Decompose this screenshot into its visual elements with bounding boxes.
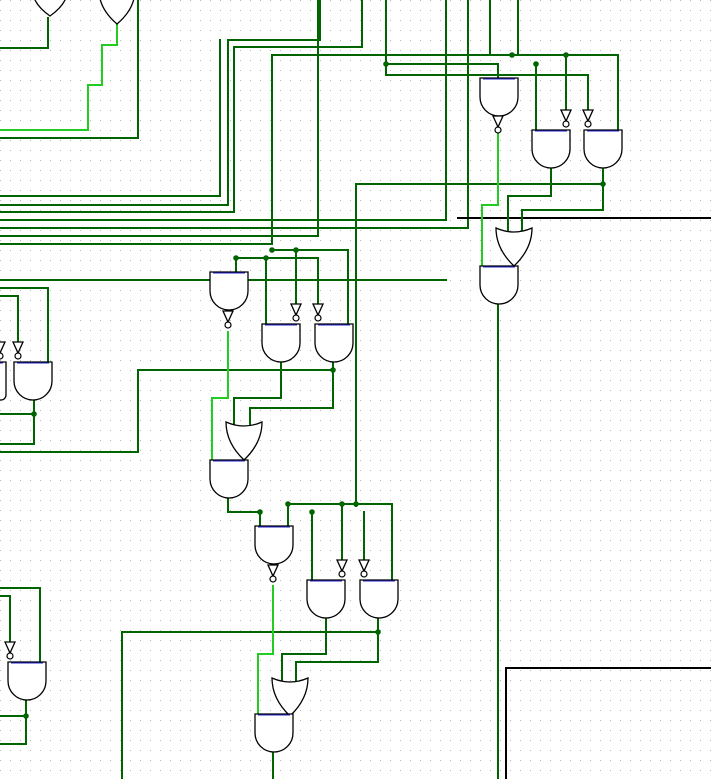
wire-18 — [507, 167, 552, 231]
wire-junction-9 — [330, 367, 336, 373]
wire-junction-4 — [600, 181, 606, 187]
wire-8 — [0, 0, 447, 221]
not-gate-left-mid-b[interactable] — [11, 341, 25, 355]
wire-junction-14 — [375, 629, 381, 635]
not-gate-bubble — [0, 352, 4, 360]
wire-junction-17 — [257, 509, 263, 515]
wire-52 — [505, 667, 711, 779]
not-gate-low-top[interactable] — [266, 564, 280, 578]
wire-junction-6 — [269, 247, 275, 253]
and-gate-low-c[interactable] — [359, 579, 399, 619]
and-gate-right-c[interactable] — [583, 129, 623, 169]
wire-39 — [281, 617, 327, 681]
or-gate-top-left-b[interactable] — [99, 0, 135, 25]
wire-junction-2 — [533, 61, 539, 67]
and-gate-left-mid-a[interactable] — [0, 361, 7, 401]
and-gate-mid-b[interactable] — [261, 323, 301, 363]
not-gate-bubble — [338, 570, 346, 578]
not-gate-bubble — [6, 652, 14, 660]
wire-junction-12 — [309, 509, 315, 515]
wire-21 — [481, 133, 499, 269]
and-gate-right-top[interactable] — [479, 77, 519, 117]
not-gate-bubble — [314, 314, 322, 322]
wire-44 — [0, 287, 49, 365]
wire-41 — [121, 631, 379, 779]
wire-40 — [295, 617, 379, 681]
wire-junction-11 — [353, 501, 359, 507]
wire-29 — [233, 361, 282, 425]
wire-junction-0 — [383, 61, 389, 67]
wire-31 — [0, 369, 334, 453]
not-gate-bubble — [562, 120, 570, 128]
wire-junction-10 — [339, 501, 345, 507]
or-gate-low[interactable] — [271, 677, 309, 717]
wire-2 — [0, 21, 118, 131]
and-gate-left-low[interactable] — [7, 661, 47, 701]
not-gate-bubble — [224, 321, 232, 329]
wire-junction-13 — [285, 501, 291, 507]
wire-9 — [0, 0, 319, 237]
wire-junction-1 — [509, 52, 515, 58]
or-gate-top-left-a[interactable] — [32, 0, 68, 17]
not-gate-bubble — [14, 352, 22, 360]
and-gate-right-b[interactable] — [531, 129, 571, 169]
wire-1 — [0, 0, 139, 139]
wire-4 — [0, 0, 363, 213]
wire-49 — [0, 595, 11, 643]
not-gate-bubble — [360, 570, 368, 578]
wire-junction-8 — [293, 247, 299, 253]
not-gate-right-a[interactable] — [559, 109, 573, 123]
wire-5 — [0, 0, 519, 245]
gate-layer — [0, 0, 623, 753]
wire-0 — [0, 17, 49, 49]
and-gate-low-b[interactable] — [306, 579, 346, 619]
wire-19 — [521, 167, 604, 231]
wire-junction-15 — [31, 411, 37, 417]
wire-junction-3 — [563, 52, 569, 58]
not-gate-bubble — [584, 120, 592, 128]
wire-30 — [249, 361, 334, 425]
wire-12 — [385, 63, 589, 111]
wire-6 — [0, 39, 221, 197]
wire-48 — [0, 587, 41, 665]
not-gate-mid-top[interactable] — [221, 310, 235, 324]
wire-junction-7 — [263, 255, 269, 261]
not-gate-mid-b[interactable] — [311, 303, 325, 317]
not-gate-bubble — [269, 575, 277, 583]
and-gate-mid-c[interactable] — [314, 323, 354, 363]
not-gate-right-top[interactable] — [491, 115, 505, 129]
wire-junction-5 — [233, 255, 239, 261]
and-gate-mid-top[interactable] — [209, 271, 249, 311]
wire-3 — [0, 0, 321, 206]
junction-layer — [23, 52, 606, 719]
not-gate-left-low[interactable] — [3, 641, 17, 655]
or-gate-mid[interactable] — [225, 421, 263, 461]
not-gate-bubble — [292, 314, 300, 322]
and-gate-right-bottom[interactable] — [479, 265, 519, 305]
and-gate-low-top[interactable] — [254, 525, 294, 565]
or-gate-right[interactable] — [495, 227, 533, 267]
wire-junction-16 — [23, 713, 29, 719]
not-gate-left-mid-a[interactable] — [0, 341, 7, 355]
wire-42 — [257, 585, 274, 717]
wire-34 — [287, 503, 393, 583]
and-gate-left-mid-b[interactable] — [13, 361, 53, 401]
and-gate-low-bottom[interactable] — [254, 713, 294, 753]
not-gate-bubble — [494, 126, 502, 134]
wire-33 — [227, 497, 261, 529]
not-gate-mid-a[interactable] — [289, 303, 303, 317]
not-gate-low-a[interactable] — [335, 559, 349, 573]
wire-45 — [0, 295, 19, 343]
wire-32 — [211, 331, 229, 463]
wire-14 — [511, 54, 619, 133]
not-gate-low-b[interactable] — [357, 559, 371, 573]
wire-11 — [385, 0, 499, 79]
not-gate-right-b[interactable] — [581, 109, 595, 123]
and-gate-mid-bottom[interactable] — [209, 459, 249, 499]
